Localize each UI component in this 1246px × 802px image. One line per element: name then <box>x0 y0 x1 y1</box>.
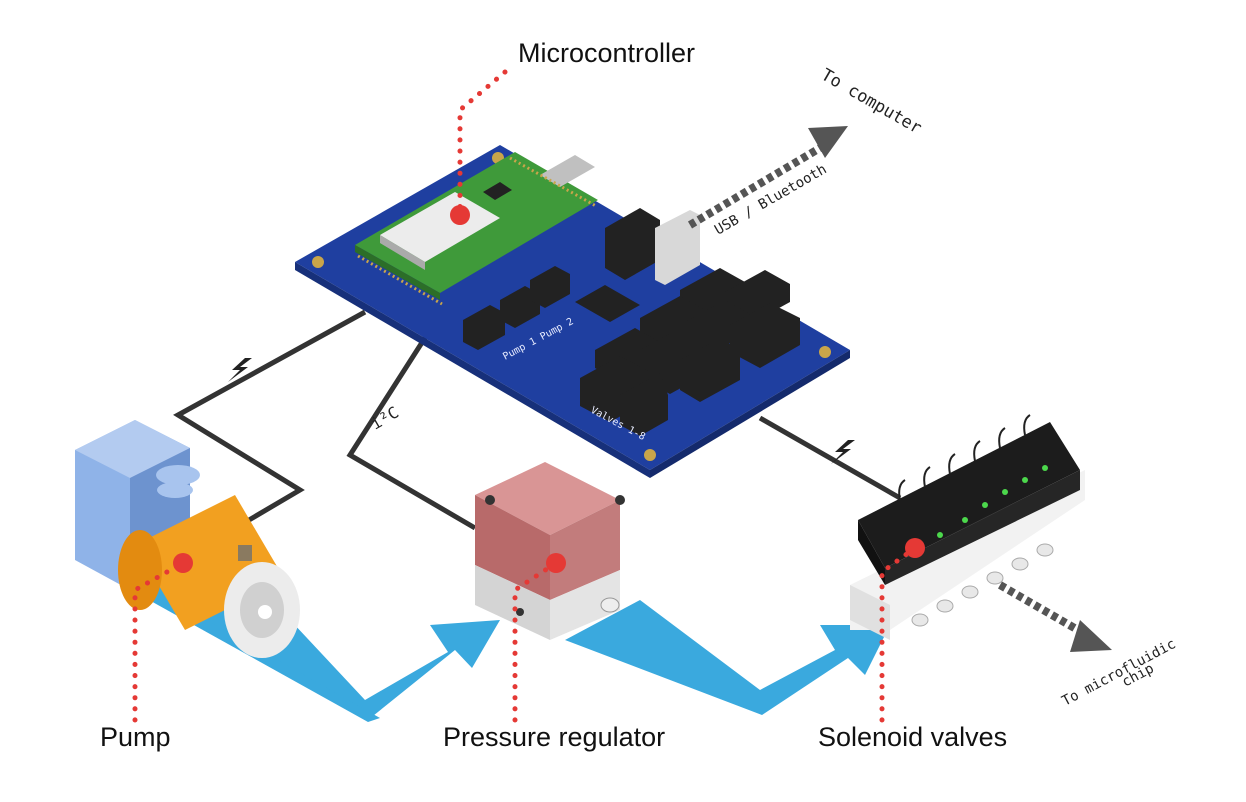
i2c-wire <box>346 328 477 531</box>
i2c-label: i²C <box>368 403 403 434</box>
usb-bluetooth-label: USB / Bluetooth <box>712 161 829 238</box>
pressure-regulator <box>475 462 625 640</box>
flow-arrow-regulator-to-valves <box>565 600 890 715</box>
microcontroller-board <box>355 152 598 306</box>
callout-dots <box>173 205 925 573</box>
output-arrow-computer <box>687 126 848 229</box>
solenoid-valves <box>850 414 1085 640</box>
microcontroller-label: Microcontroller <box>518 38 696 68</box>
pump-label: Pump <box>100 722 171 752</box>
lightning-bolt-icon <box>228 358 252 382</box>
power-wire-pump <box>173 309 367 543</box>
pressure-regulator-label: Pressure regulator <box>443 722 666 752</box>
callout-leaders <box>132 69 918 723</box>
solenoid-valves-label: Solenoid valves <box>818 722 1008 752</box>
power-wire-valves <box>758 415 902 501</box>
pump <box>75 420 300 658</box>
lightning-bolt-icon <box>831 440 855 464</box>
output-arrow-chip <box>997 581 1112 652</box>
